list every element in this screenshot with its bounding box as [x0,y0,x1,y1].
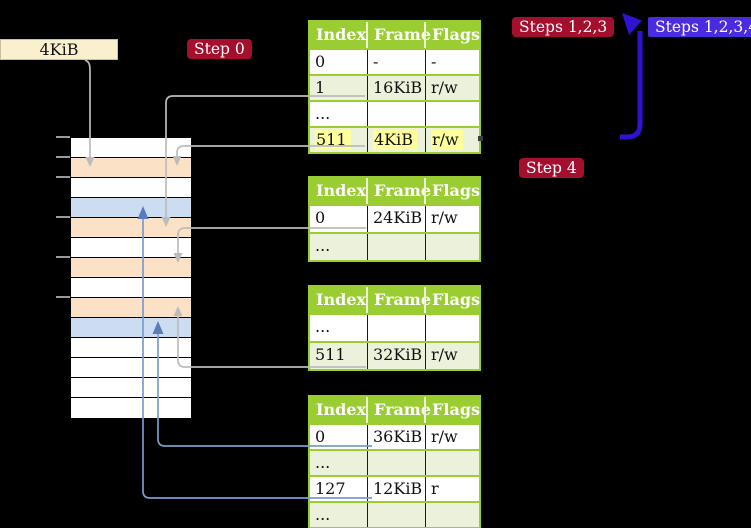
memory-row-white [71,178,191,198]
table-row: ... [310,501,479,527]
table-cell: 36KiB [367,425,425,449]
table-cell [367,503,425,527]
table-cell: 1 [315,78,326,97]
table-cell [425,315,479,341]
memory-row-white [71,278,191,298]
table-cell: r/w [425,343,479,369]
memory-row-blue [71,198,191,218]
table-cell: ... [315,236,331,255]
memory-tick [56,296,70,298]
table-cell: ... [315,317,331,336]
memory-tick [56,136,70,138]
table-cell [425,234,479,260]
table-cell [367,102,425,126]
memory-row-white [71,358,191,378]
memory-tick [56,256,70,258]
table-cell: r/w [425,76,479,100]
table-cell: 511 [315,345,346,364]
table-cell: 16KiB [367,76,425,100]
column-header: Index [316,290,367,309]
table-cell: 24KiB [367,206,425,232]
column-header: Frame [366,287,431,313]
steps-123-badge: Steps 1,2,3 [512,17,615,37]
step-0-badge: Step 0 [187,39,252,59]
column-header: Flags [424,178,480,204]
table-cell: 32KiB [367,343,425,369]
column-header: Frame [366,22,431,48]
table-cell: 0 [315,208,326,227]
table-row: ... [310,232,479,260]
table-cell: r/w [425,128,479,152]
memory-row-peach [71,258,191,278]
frame-size-label-box: 4KiB [0,39,118,60]
memory-row-peach [71,218,191,238]
table-cell: ... [315,104,331,123]
table-cell [367,234,425,260]
memory-row-white [71,398,191,418]
table-cell: 0 [315,427,326,446]
memory-tick [56,176,70,178]
table-row: ... [310,313,479,341]
table-row: 0 -- [310,48,479,74]
memory-row-white [71,138,191,158]
column-header: Index [316,400,367,419]
memory-row-white [71,378,191,398]
table-cell: - [367,50,425,74]
arrow-steps-loop-icon [620,13,643,140]
memory-row-white [71,338,191,358]
table-cell [425,451,479,475]
column-header: Frame [366,178,431,204]
memory-row-blue [71,318,191,338]
table-cell [425,102,479,126]
column-header: Flags [424,22,480,48]
table-cell [367,451,425,475]
column-header: Index [316,181,367,200]
table-cell: 12KiB [367,477,425,501]
table-cell [367,315,425,341]
table-cell: 127 [315,479,346,498]
memory-tick [56,216,70,218]
table-cell: 0 [315,52,326,71]
steps-1234-badge: Steps 1,2,3,4 [648,17,751,37]
memory-row-white [71,238,191,258]
table-cell: 511 [310,128,367,152]
column-header: Frame [366,397,431,423]
table-row: ... [310,449,479,475]
step-4-badge: Step 4 [519,158,584,178]
column-header: Index [316,25,367,44]
table-cell: - [425,50,479,74]
table-row: ... [310,100,479,126]
table-cell: ... [315,453,331,472]
table-cell [425,503,479,527]
table-cell: ... [315,505,331,524]
column-header: Flags [424,287,480,313]
memory-row-peach [71,298,191,318]
table-cell: r/w [425,425,479,449]
physical-memory-column [70,137,192,419]
column-header: Flags [424,397,480,423]
table-cell: r [425,477,479,501]
table-cell: r/w [425,206,479,232]
memory-row-peach [71,158,191,178]
memory-tick [56,156,70,158]
table-cell: 4KiB [367,128,425,152]
